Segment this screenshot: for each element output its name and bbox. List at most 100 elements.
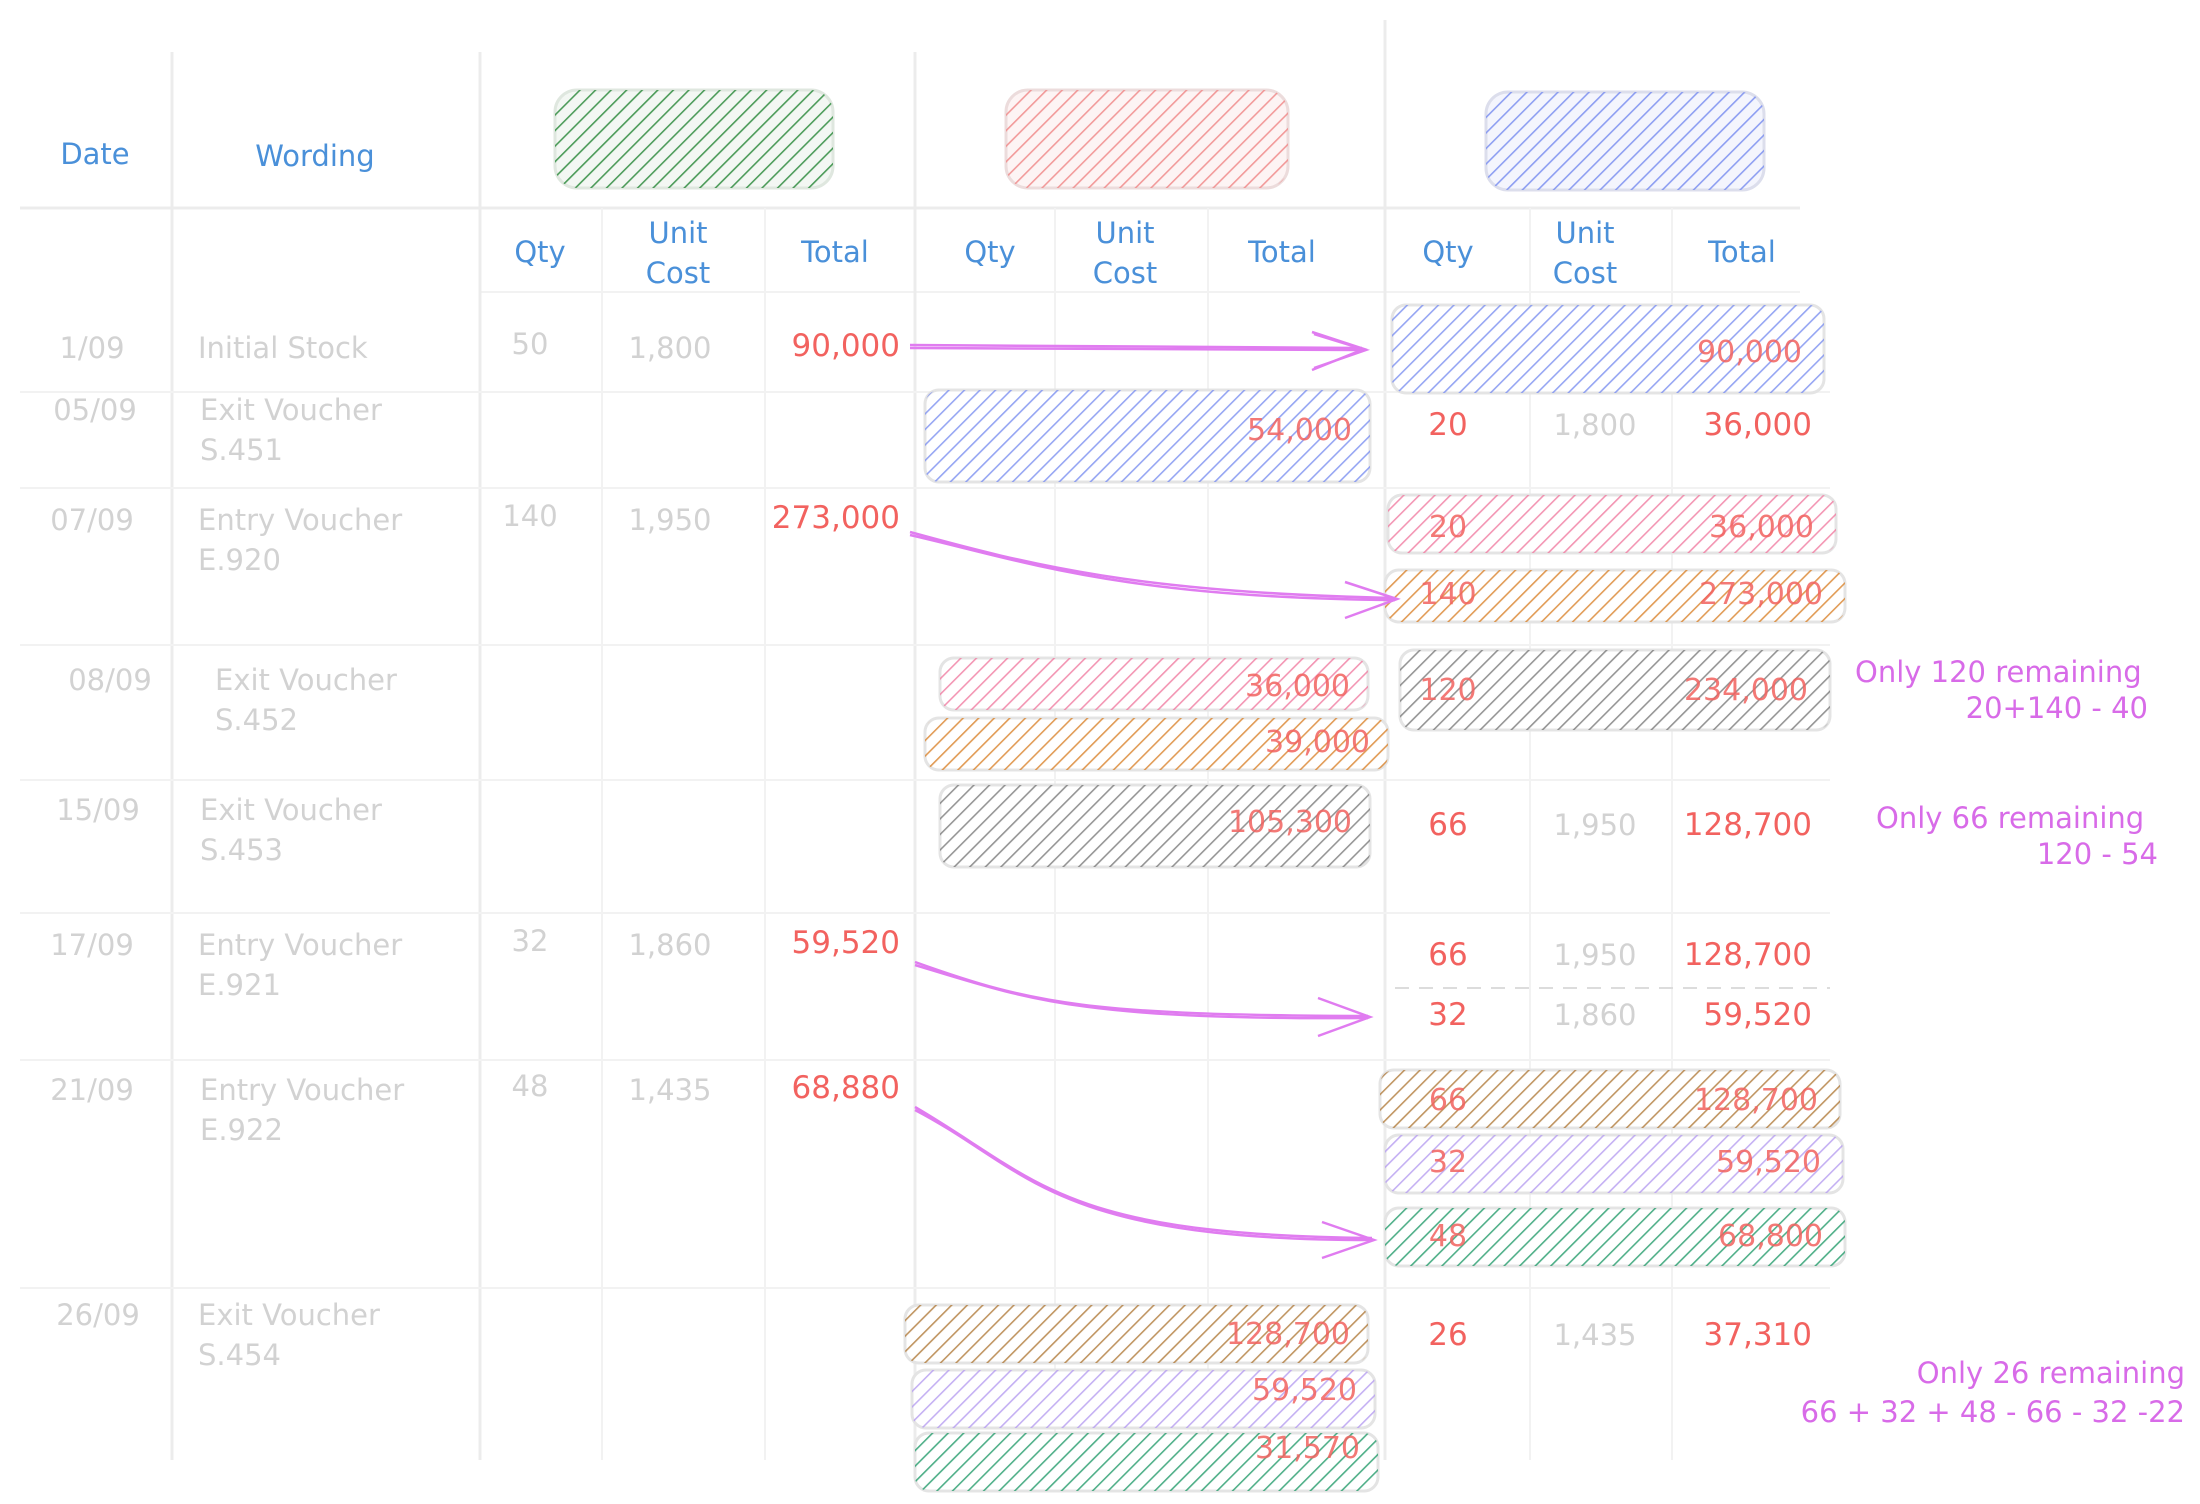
row-voucher: E.921 (198, 968, 281, 1002)
exit-band-total-4: 128,700 (1226, 1317, 1350, 1352)
sub-header-7-line2: Cost (1553, 256, 1617, 290)
exit-band-3: 105,300 (938, 783, 1372, 869)
exit-band-total-6: 31,570 (1255, 1431, 1360, 1466)
sub-header-4: Unit (1095, 216, 1154, 250)
stock-band-3: 120 234,000 (1398, 648, 1832, 732)
row-entry-unit: 1,800 (628, 331, 711, 365)
row-date: 26/09 (56, 1298, 140, 1332)
row-wording: Exit Voucher (198, 1298, 380, 1332)
stock-qty: 66 (1428, 937, 1467, 973)
stock-band-qty-2: 140 (1419, 577, 1476, 612)
stock-band-4: 66 128,700 (1378, 1068, 1842, 1130)
exit-band-total-5: 59,520 (1252, 1373, 1357, 1408)
exit-band-total-1: 36,000 (1245, 669, 1350, 704)
row-voucher: S.451 (200, 433, 283, 467)
stock-row: 66 1,950 128,700 (1428, 807, 1812, 843)
stock-band-qty-1: 20 (1429, 510, 1467, 545)
sub-header-8: Total (1707, 235, 1776, 269)
exit-band-4: 128,700 (903, 1303, 1370, 1365)
sub-header-3: Qty (964, 235, 1015, 269)
sub-header-2: Total (800, 235, 869, 269)
stock-band-0: 90,000 (1390, 303, 1826, 395)
sub-header-7: Unit (1555, 216, 1614, 250)
row-entry-qty: 32 (512, 924, 549, 958)
row-wording: Initial Stock (198, 331, 368, 365)
row-date: 07/09 (50, 503, 134, 537)
row-wording: Exit Voucher (215, 663, 397, 697)
note-2-calc: 66 + 32 + 48 - 66 - 32 -22 (1801, 1395, 2185, 1429)
stock-unit: 1,435 (1553, 1318, 1636, 1352)
row-entry-qty: 140 (502, 499, 557, 533)
stock-band-total-3: 234,000 (1684, 673, 1808, 708)
row-voucher: E.920 (198, 543, 281, 577)
stock-band-total-0: 90,000 (1697, 335, 1802, 370)
stock-band-total-4: 128,700 (1694, 1083, 1818, 1118)
row-wording: Entry Voucher (198, 503, 402, 537)
row-voucher: S.454 (198, 1338, 281, 1372)
note-2: Only 26 remaining (1917, 1356, 2185, 1390)
row-entry-total: 90,000 (792, 328, 900, 364)
stock-band-total-2: 273,000 (1699, 577, 1823, 612)
row-entry-qty: 50 (512, 327, 549, 361)
row-wording: Entry Voucher (200, 1073, 404, 1107)
row-voucher: E.922 (200, 1113, 283, 1147)
row-wording: Exit Voucher (200, 793, 382, 827)
arrows (909, 330, 1401, 1260)
stock-band-1: 20 36,000 (1386, 493, 1838, 555)
stock-band-total-1: 36,000 (1709, 510, 1814, 545)
row-voucher: S.453 (200, 833, 283, 867)
stock-band-qty-3: 120 (1419, 673, 1476, 708)
stock-band-qty-4: 66 (1429, 1083, 1467, 1118)
stock-band-2: 140 273,000 (1383, 568, 1847, 624)
row-wording: Exit Voucher (200, 393, 382, 427)
stock-unit: 1,950 (1553, 938, 1636, 972)
exit-band-total-2: 39,000 (1265, 725, 1370, 760)
stock-band-total-6: 68,800 (1718, 1219, 1823, 1254)
stock-total: 37,310 (1704, 1317, 1812, 1353)
sub-header-6: Qty (1422, 235, 1473, 269)
arrow-4 (914, 1108, 1373, 1242)
exit-band-total-3: 105,300 (1228, 805, 1352, 840)
exit-band-total-0: 54,000 (1247, 413, 1352, 448)
row-entry-unit: 1,860 (628, 928, 711, 962)
row-wording: Entry Voucher (198, 928, 402, 962)
sub-header-1: Unit (648, 216, 707, 250)
stock-row: 66 1,950 128,700 (1428, 937, 1812, 973)
row-voucher: S.452 (215, 703, 298, 737)
sub-header-5: Total (1247, 235, 1316, 269)
header-wording: Wording (255, 139, 374, 173)
stock-total: 59,520 (1704, 997, 1812, 1033)
exit-band-1: 36,000 (938, 656, 1370, 712)
note-0-calc: 20+140 - 40 (1966, 691, 2148, 725)
sub-header-4-line2: Cost (1093, 256, 1157, 290)
stock-total: 128,700 (1684, 937, 1812, 973)
note-1-calc: 120 - 54 (2037, 837, 2158, 871)
stock-unit: 1,950 (1553, 808, 1636, 842)
stock-qty: 66 (1428, 807, 1467, 843)
note-1: Only 66 remaining (1876, 801, 2144, 835)
arrow-3 (914, 963, 1369, 1020)
stock-row: 26 1,435 37,310 (1428, 1317, 1812, 1353)
stock-band-total-5: 59,520 (1716, 1145, 1821, 1180)
sub-header-0: Qty (514, 235, 565, 269)
stock-total: 128,700 (1684, 807, 1812, 843)
header-date: Date (60, 137, 129, 171)
row-date: 08/09 (68, 663, 152, 697)
header-pills (553, 88, 1766, 192)
exit-band-0: 54,000 (923, 388, 1372, 484)
exit-band-5: 59,520 (910, 1368, 1377, 1430)
stock-qty: 26 (1428, 1317, 1467, 1353)
